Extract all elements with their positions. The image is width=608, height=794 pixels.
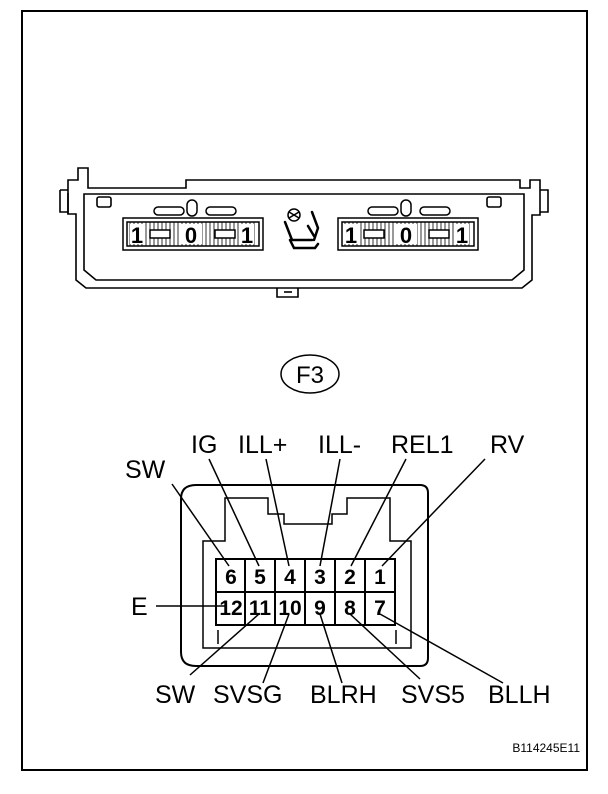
leader-svsg: [262, 613, 290, 684]
left-switch-pos-1: 1: [131, 223, 143, 248]
pin-grid: [215, 558, 396, 626]
pin-2: 2: [344, 566, 356, 589]
left-switch-pos-0: 0: [185, 223, 197, 248]
leader-blrh: [319, 613, 343, 684]
pin-3: 3: [314, 566, 326, 589]
leader-sw-bottom: [189, 613, 260, 676]
label-bllh: BLLH: [488, 681, 551, 709]
connector-id-badge: F3: [280, 354, 340, 394]
leader-ill-plus: [265, 458, 290, 567]
leader-svs5: [349, 613, 421, 680]
label-sw-top: SW: [125, 456, 166, 484]
label-sw-bottom: SW: [155, 681, 196, 709]
leader-sw-top: [171, 483, 230, 567]
label-ill-plus: ILL+: [238, 431, 287, 459]
connector-id: F3: [296, 362, 324, 389]
pin-11: 11: [249, 597, 272, 620]
pin-8: 8: [344, 597, 356, 620]
leader-rel1: [350, 458, 407, 567]
label-rel1: REL1: [391, 431, 454, 459]
leader-ill-minus: [319, 458, 341, 567]
pin-6: 6: [225, 566, 237, 589]
pin-1: 1: [374, 566, 386, 589]
connector-housing: [180, 484, 429, 667]
pin-5: 5: [254, 566, 266, 589]
left-switch-pos-1b: 1: [241, 223, 253, 248]
pin-10: 10: [278, 597, 301, 620]
label-ill-minus: ILL-: [318, 431, 361, 459]
leader-lines: [156, 458, 504, 684]
switch-panel: [59, 167, 549, 298]
left-seat-switch: 1 0 1: [122, 199, 264, 251]
label-blrh: BLRH: [310, 681, 377, 709]
label-svs5: SVS5: [401, 681, 465, 709]
right-switch-pos-0: 0: [400, 223, 412, 248]
figure-code: B114245E11: [512, 741, 580, 755]
leader-rv: [381, 458, 486, 567]
label-e: E: [131, 593, 148, 621]
leader-bllh: [379, 613, 504, 684]
label-svsg: SVSG: [213, 681, 282, 709]
right-switch-pos-1: 1: [345, 223, 357, 248]
pin-4: 4: [284, 566, 296, 589]
pin-9: 9: [314, 597, 326, 620]
right-switch-pos-1b: 1: [456, 223, 468, 248]
right-seat-switch: 1 0 1: [337, 199, 479, 251]
leader-ig: [208, 458, 260, 567]
label-ig: IG: [191, 431, 217, 459]
figure-frame: [21, 10, 588, 771]
pin-7: 7: [374, 597, 386, 620]
label-rv: RV: [490, 431, 525, 459]
seat-heater-fan-icon: [283, 208, 320, 250]
pin-12: 12: [219, 597, 242, 620]
